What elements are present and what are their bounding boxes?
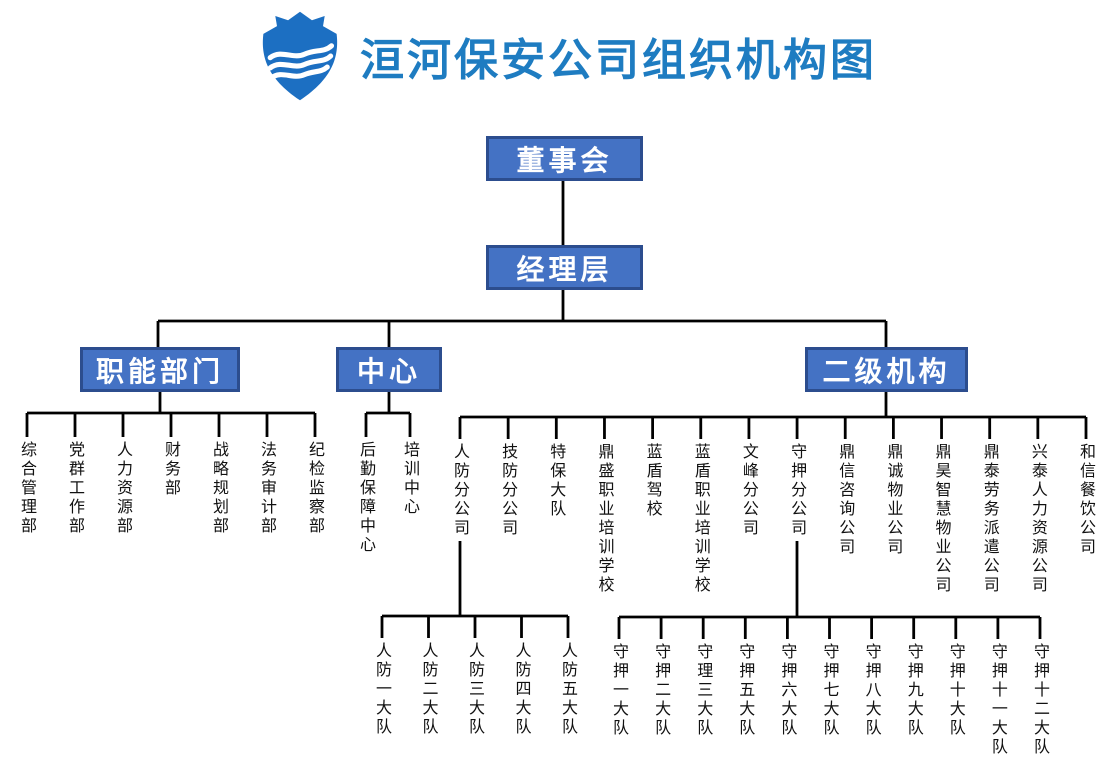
org-leaf-label: 人力资源部 [114, 441, 133, 536]
org-leaf-label: 守押一大队 [610, 643, 629, 738]
org-leaf-label: 守押十大队 [946, 643, 966, 738]
org-leaf-label: 兴泰人力资源公司 [1028, 443, 1048, 595]
org-leaf-label: 守押七大队 [820, 643, 840, 738]
org-box-secondary-institutions: 二级机构 [805, 347, 968, 392]
org-box-centers: 中心 [336, 347, 442, 392]
org-leaf-label: 培训中心 [401, 441, 420, 517]
org-leaf-label: 财务部 [162, 441, 181, 498]
org-leaf-label: 法务审计部 [258, 441, 277, 536]
org-leaf-label: 守押五大队 [736, 643, 756, 738]
org-leaf-label: 鼎昊智慧物业公司 [932, 443, 952, 595]
org-leaf-label: 鼎信咨询公司 [836, 443, 856, 557]
org-leaf-label: 守理三大队 [694, 643, 714, 738]
org-leaf-label: 蓝盾职业培训学校 [691, 443, 711, 595]
org-leaf-label: 人防二大队 [419, 642, 439, 737]
org-leaf-label: 守押分公司 [788, 443, 808, 538]
org-leaf-label: 守押十二大队 [1031, 643, 1050, 757]
org-leaf-label: 人防五大队 [559, 642, 578, 737]
org-leaf-label: 鼎诚物业公司 [884, 443, 904, 557]
chart-header: 洹河保安公司组织机构图 [256, 10, 877, 102]
org-leaf-label: 战略规划部 [210, 441, 229, 536]
org-leaf-label: 人防三大队 [466, 642, 485, 737]
org-leaf-label: 人防一大队 [373, 642, 392, 737]
org-leaf-label: 综合管理部 [18, 441, 37, 536]
org-leaf-label: 纪检监察部 [306, 441, 325, 536]
org-leaf-label: 和信餐饮公司 [1077, 443, 1096, 557]
org-leaf-label: 守押六大队 [778, 643, 798, 738]
org-box-functional-departments: 职能部门 [80, 347, 240, 392]
org-leaf-label: 文峰分公司 [739, 443, 759, 538]
org-leaf-label: 党群工作部 [66, 441, 85, 536]
org-leaf-label: 蓝盾驾校 [643, 443, 663, 519]
org-leaf-label: 特保大队 [547, 443, 567, 519]
org-leaf-label: 守押十一大队 [988, 643, 1008, 757]
org-leaf-label: 守押二大队 [652, 643, 672, 738]
company-logo-shield-icon [262, 11, 338, 101]
org-leaf-label: 后勤保障中心 [357, 441, 376, 555]
org-leaf-label: 人防分公司 [451, 443, 470, 538]
org-leaf-label: 人防四大队 [512, 642, 532, 737]
org-leaf-label: 鼎盛职业培训学校 [595, 443, 615, 595]
org-leaf-label: 守押九大队 [904, 643, 924, 738]
org-box-board-of-directors: 董事会 [486, 136, 643, 181]
org-leaf-label: 守押八大队 [862, 643, 882, 738]
org-leaf-label: 技防分公司 [499, 443, 519, 538]
org-leaf-label: 鼎泰劳务派遣公司 [980, 443, 1000, 595]
chart-title: 洹河保安公司组织机构图 [360, 36, 877, 85]
org-box-management-level: 经理层 [486, 245, 643, 290]
